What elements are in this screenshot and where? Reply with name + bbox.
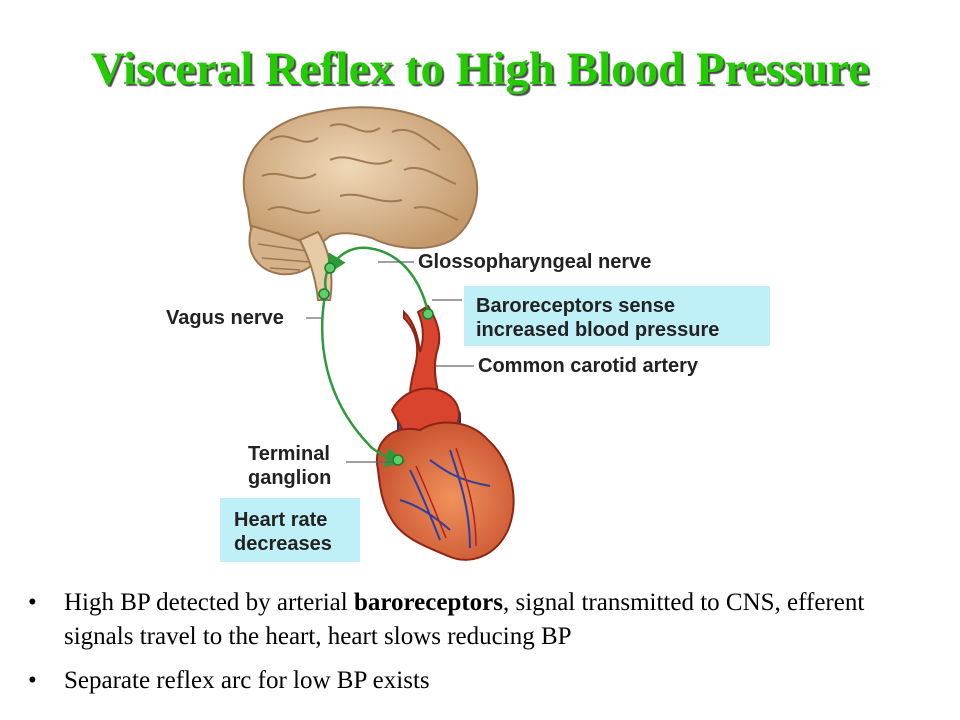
common-carotid-artery-label: Common carotid artery (478, 355, 699, 377)
bullet-bold-term: baroreceptors (353, 589, 504, 616)
heart-rate-label-line2: decreases (234, 533, 332, 555)
baroreceptors-label-line2: increased blood pressure (476, 319, 719, 341)
vagus-nerve-label: Vagus nerve (166, 307, 284, 329)
baroreceptors-box: Baroreceptors sense increased blood pres… (464, 286, 770, 346)
nerve-pathways (318, 246, 434, 468)
bullet-text: , signal transmitted to CNS, efferent si… (64, 589, 865, 650)
bullet-item: • High BP detected by arterial barorecept… (28, 586, 928, 654)
terminal-ganglion-label-line2: ganglion (248, 467, 331, 489)
bullet-item: • Separate reflex arc for low BP exists (28, 664, 928, 698)
glossopharyngeal-nerve-label: Glossopharyngeal nerve (418, 251, 651, 273)
slide-title: Visceral Reflex to High Blood Pressure (90, 43, 870, 95)
bullet-list: • High BP detected by arterial barorecept… (28, 586, 928, 708)
heart-rate-label-line1: Heart rate (234, 509, 327, 531)
bullet-dot: • (28, 589, 37, 616)
brain-illustration (242, 106, 479, 301)
heart-rate-box: Heart rate decreases (220, 498, 360, 562)
leader-lines (306, 261, 474, 463)
bullet-text: High BP detected by arterial (64, 589, 354, 616)
terminal-ganglion-label-line1: Terminal (248, 443, 330, 465)
bullet-dot: • (28, 667, 37, 694)
baroreceptors-label-line1: Baroreceptors sense (476, 295, 675, 317)
bullet-text: Separate reflex arc for low BP exists (64, 667, 430, 694)
